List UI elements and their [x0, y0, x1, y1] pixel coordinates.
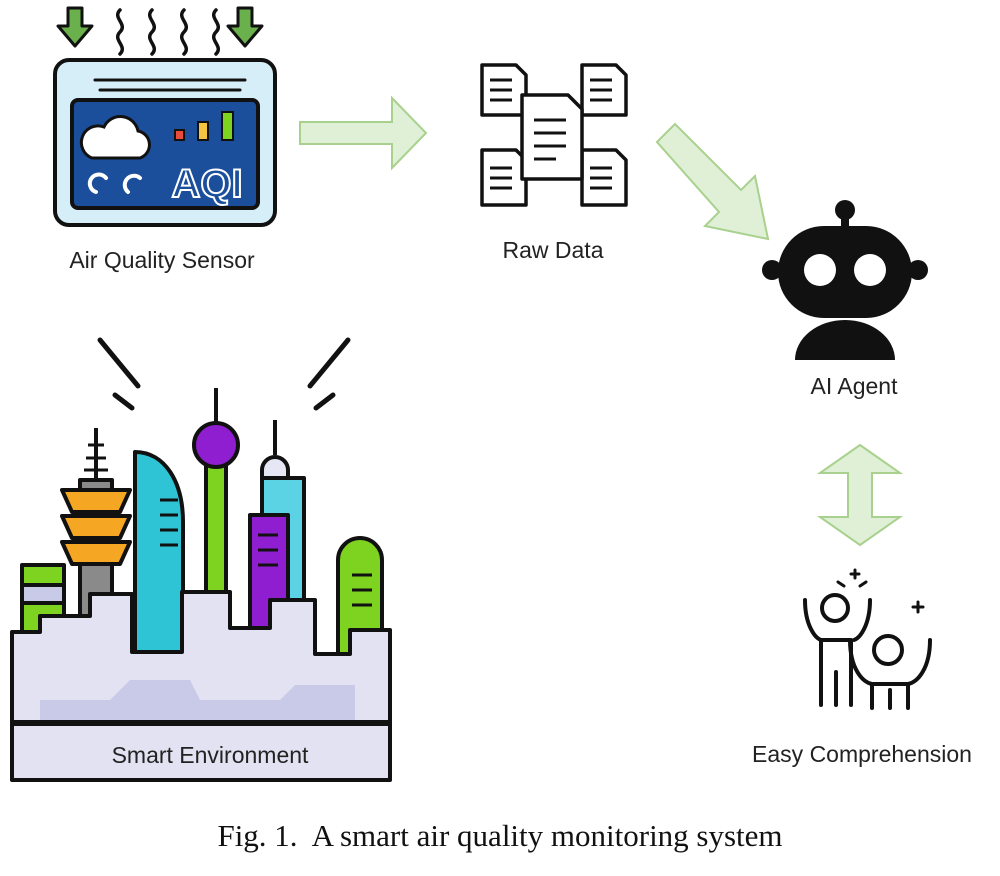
- documents-icon: [480, 63, 628, 207]
- air-waves-icon: [116, 8, 220, 56]
- robot-head-icon: [762, 200, 928, 360]
- arrow-ai-agent-comprehension: [816, 443, 904, 547]
- sensor-screen-text: AQI: [171, 162, 242, 206]
- down-arrow-icon: [56, 6, 94, 48]
- comprehension-label: Easy Comprehension: [752, 741, 972, 767]
- figure-caption: Fig. 1. A smart air quality monitoring sy…: [0, 818, 1000, 854]
- sensor-label: Air Quality Sensor: [69, 247, 255, 273]
- air-quality-sensor-icon: [53, 6, 277, 227]
- environment-label: Smart Environment: [111, 742, 309, 768]
- smart-city-icon: [10, 337, 392, 782]
- figure-caption-text: A smart air quality monitoring system: [311, 818, 783, 853]
- figure-number: Fig. 1.: [217, 818, 298, 853]
- ai-agent-label: AI Agent: [810, 373, 898, 399]
- happy-people-icon: [803, 568, 932, 710]
- arrow-raw-data-to-ai-agent: [655, 122, 770, 241]
- down-arrow-icon: [226, 6, 264, 48]
- raw-data-label: Raw Data: [502, 237, 604, 263]
- cloud-icon: [79, 115, 151, 160]
- arrow-sensor-to-raw-data: [299, 95, 428, 171]
